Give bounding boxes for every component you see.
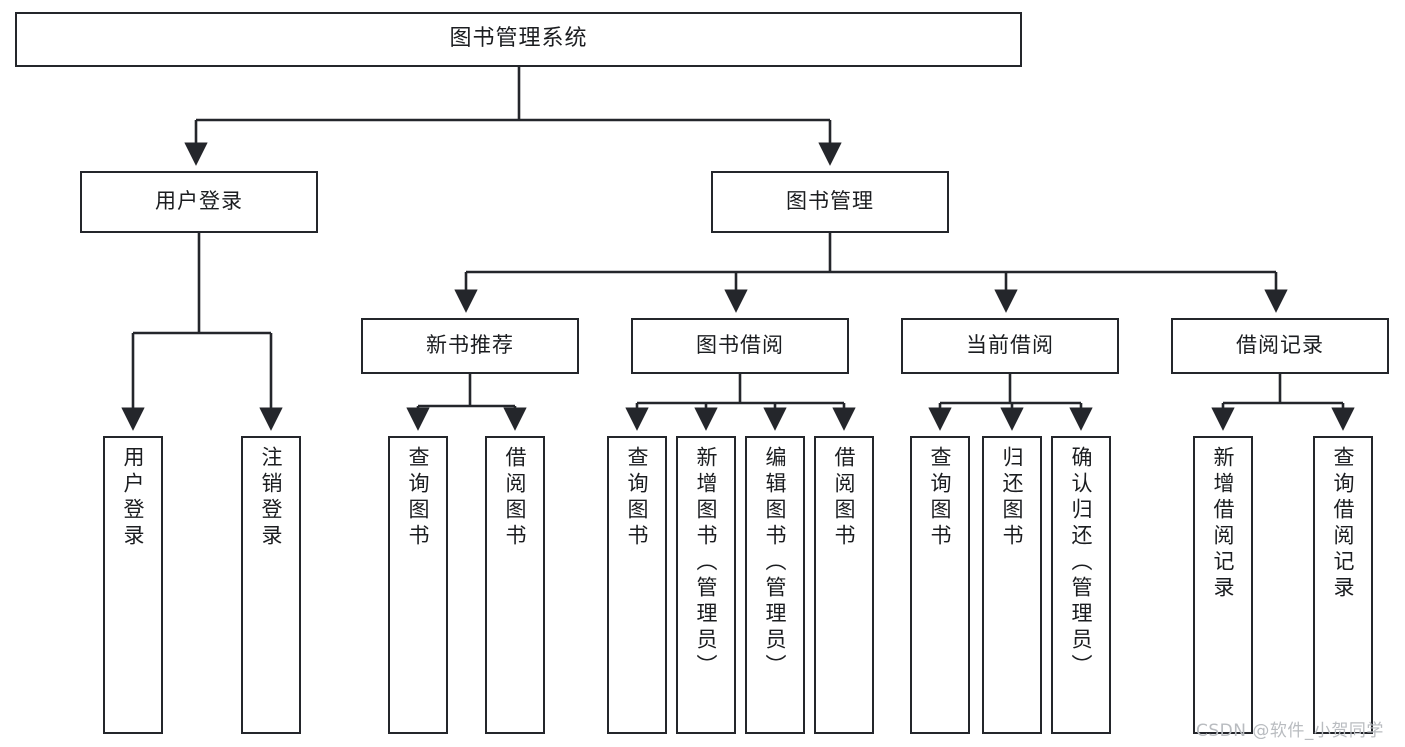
node-leaf-rec-query-record-label: 查询借阅记录 [1331,446,1356,602]
node-book-manage-label: 图书管理 [786,189,874,214]
node-leaf-cur-return-book-label: 归还图书 [1000,446,1025,550]
node-user-login-label: 用户登录 [155,189,243,214]
node-root[interactable]: 图书管理系统 [15,12,1022,67]
node-borrow-record[interactable]: 借阅记录 [1171,318,1389,374]
node-borrow-record-label: 借阅记录 [1236,333,1324,358]
node-leaf-rec-borrow-book[interactable]: 借阅图书 [485,436,545,734]
node-leaf-bor-edit-book-label: 编辑图书（管理员） [763,446,788,680]
node-leaf-rec-borrow-book-label: 借阅图书 [503,446,528,550]
node-leaf-rec-query-book-label: 查询图书 [406,446,431,550]
node-leaf-cur-confirm-label: 确认归还（管理员） [1069,446,1094,680]
node-user-login[interactable]: 用户登录 [80,171,318,233]
node-leaf-user-login[interactable]: 用户登录 [103,436,163,734]
node-leaf-bor-edit-book[interactable]: 编辑图书（管理员） [745,436,805,734]
node-leaf-cur-confirm[interactable]: 确认归还（管理员） [1051,436,1111,734]
node-leaf-user-logout[interactable]: 注销登录 [241,436,301,734]
node-leaf-cur-query-book-label: 查询图书 [928,446,953,550]
node-leaf-rec-query-book[interactable]: 查询图书 [388,436,448,734]
node-current-borrow-label: 当前借阅 [966,333,1054,358]
watermark: CSDN @软件_小贺同学 [1196,721,1384,741]
node-leaf-user-login-label: 用户登录 [121,446,146,550]
node-leaf-bor-add-book[interactable]: 新增图书（管理员） [676,436,736,734]
node-leaf-bor-borrow-book-label: 借阅图书 [832,446,857,550]
node-new-book-rec-label: 新书推荐 [426,333,514,358]
node-new-book-rec[interactable]: 新书推荐 [361,318,579,374]
node-book-borrow[interactable]: 图书借阅 [631,318,849,374]
node-leaf-bor-query-book-label: 查询图书 [625,446,650,550]
node-leaf-bor-add-book-label: 新增图书（管理员） [694,446,719,680]
node-current-borrow[interactable]: 当前借阅 [901,318,1119,374]
node-leaf-rec-query-record[interactable]: 查询借阅记录 [1313,436,1373,734]
node-book-borrow-label: 图书借阅 [696,333,784,358]
node-leaf-cur-return-book[interactable]: 归还图书 [982,436,1042,734]
node-leaf-user-logout-label: 注销登录 [259,446,284,550]
node-leaf-bor-query-book[interactable]: 查询图书 [607,436,667,734]
node-root-label: 图书管理系统 [449,26,588,52]
node-leaf-rec-add-record-label: 新增借阅记录 [1211,446,1236,602]
node-leaf-cur-query-book[interactable]: 查询图书 [910,436,970,734]
node-leaf-bor-borrow-book[interactable]: 借阅图书 [814,436,874,734]
node-leaf-rec-add-record[interactable]: 新增借阅记录 [1193,436,1253,734]
node-book-manage[interactable]: 图书管理 [711,171,949,233]
